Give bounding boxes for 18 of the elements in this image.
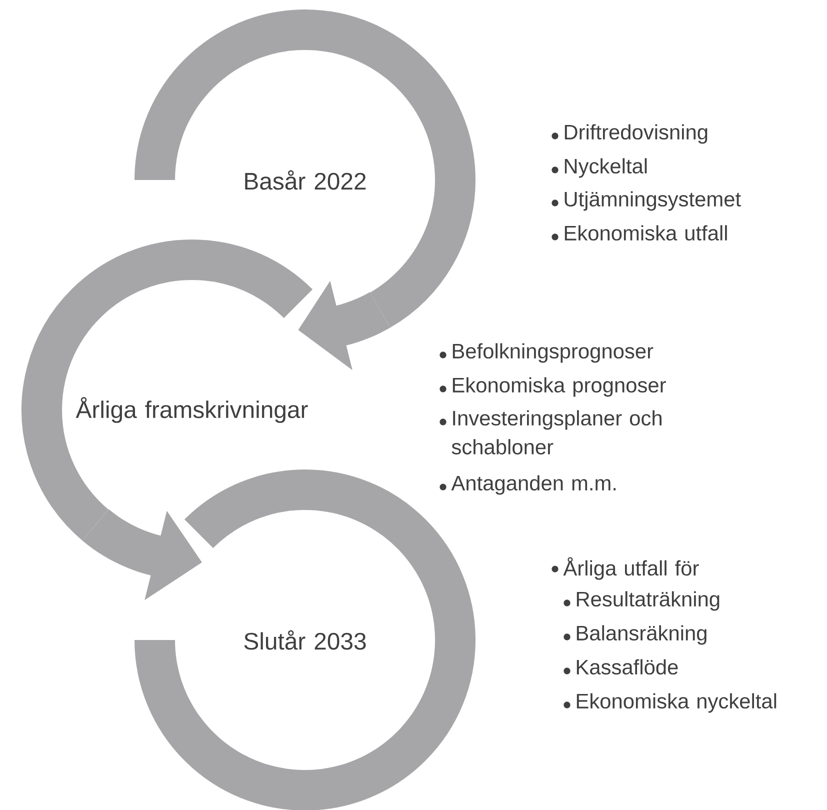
bullet-item: Ekonomiska utfall [552, 225, 727, 241]
bullet-item: Resultaträkning [564, 591, 720, 611]
bullet-item: Ekonomiska prognoser [440, 377, 666, 397]
stage-label: Årliga framskrivningar [62, 280, 322, 540]
bullet-item: Ekonomiska nyckeltal [564, 693, 776, 713]
bullet-item: Kassaflöde [564, 659, 678, 675]
bullet-item: Investeringsplaner och schabloner [440, 410, 662, 454]
stage-label: Basår 2022 [175, 50, 435, 310]
arrow [298, 280, 390, 370]
bullet-item: Årliga utfall för [552, 557, 699, 580]
bullet-item: Antaganden m.m. [440, 475, 616, 495]
stage-label: Slutår 2033 [175, 510, 435, 770]
bullet-item: Befolkningsprognoser [440, 343, 654, 363]
bullet-item: Balansräkning [564, 625, 706, 645]
bullet-item: Nyckeltal [552, 158, 647, 178]
bullet-item: Driftredovisning [552, 124, 708, 144]
bullet-item: Utjämningsystemet [552, 191, 741, 211]
arrow [82, 509, 202, 600]
